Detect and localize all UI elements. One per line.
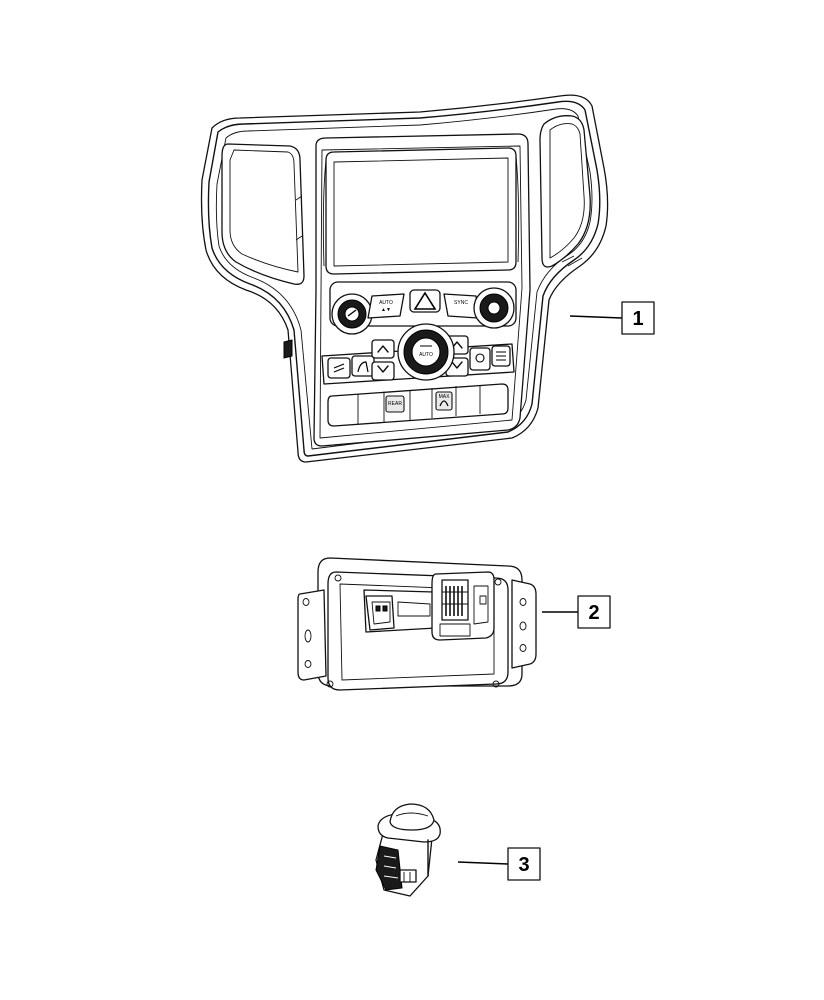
auto-button-left	[367, 293, 405, 319]
right-vent-inner	[549, 123, 585, 259]
bezel-outer-rim	[207, 100, 601, 457]
left-vent-inner	[229, 149, 299, 273]
left-temp-knob	[331, 293, 373, 335]
seat-heater-icon	[357, 361, 369, 373]
sync-label: SYNC	[454, 300, 468, 306]
sensor-switch	[375, 803, 441, 897]
auto-left-label: AUTO	[379, 300, 393, 306]
screw-br	[492, 680, 500, 688]
lower-right-buttons	[469, 345, 511, 371]
screw-tl	[334, 574, 342, 582]
module-right-flange	[511, 579, 537, 669]
auto-center-label: AUTO	[419, 352, 433, 358]
callout-1-label: 1	[632, 308, 643, 330]
fan-icon	[333, 363, 345, 373]
right-vent-opening	[539, 115, 591, 268]
rear-label: REAR	[388, 401, 402, 407]
screw-tr	[494, 578, 502, 586]
display-screen-glass	[333, 157, 509, 267]
auto-left-sub: ▲▼	[381, 307, 391, 313]
right-connector	[431, 571, 495, 641]
bezel-mount-tab	[283, 339, 293, 359]
hazard-triangle-icon	[413, 291, 437, 310]
defrost-icon	[439, 400, 449, 407]
callout-3: 3	[507, 847, 541, 881]
right-temp-knob	[473, 287, 515, 329]
sensor-dome	[389, 803, 435, 831]
callout-1: 1	[621, 301, 655, 335]
module-left-flange	[297, 589, 327, 681]
left-connector	[365, 595, 431, 631]
callout-2-label: 2	[588, 602, 599, 624]
bottom-button-strip: REAR MAX	[327, 383, 509, 427]
lower-left-buttons	[327, 355, 375, 379]
leader-line-3	[457, 861, 509, 865]
callout-3-label: 3	[518, 854, 529, 876]
left-vent-opening	[221, 143, 305, 285]
sync-button	[443, 293, 479, 319]
callout-2: 2	[577, 595, 611, 629]
control-module	[297, 557, 537, 691]
bezel-assembly: AUTO ▲▼ SYNC	[200, 94, 609, 463]
screw-bl	[326, 680, 334, 688]
max-label: MAX	[439, 394, 451, 400]
center-fan-knob: AUTO	[397, 323, 455, 381]
leader-line-1	[569, 315, 623, 319]
display-screen	[325, 147, 517, 275]
sensor-connector	[375, 845, 403, 891]
rear-defrost-button	[385, 395, 405, 413]
hazard-button	[409, 289, 441, 313]
